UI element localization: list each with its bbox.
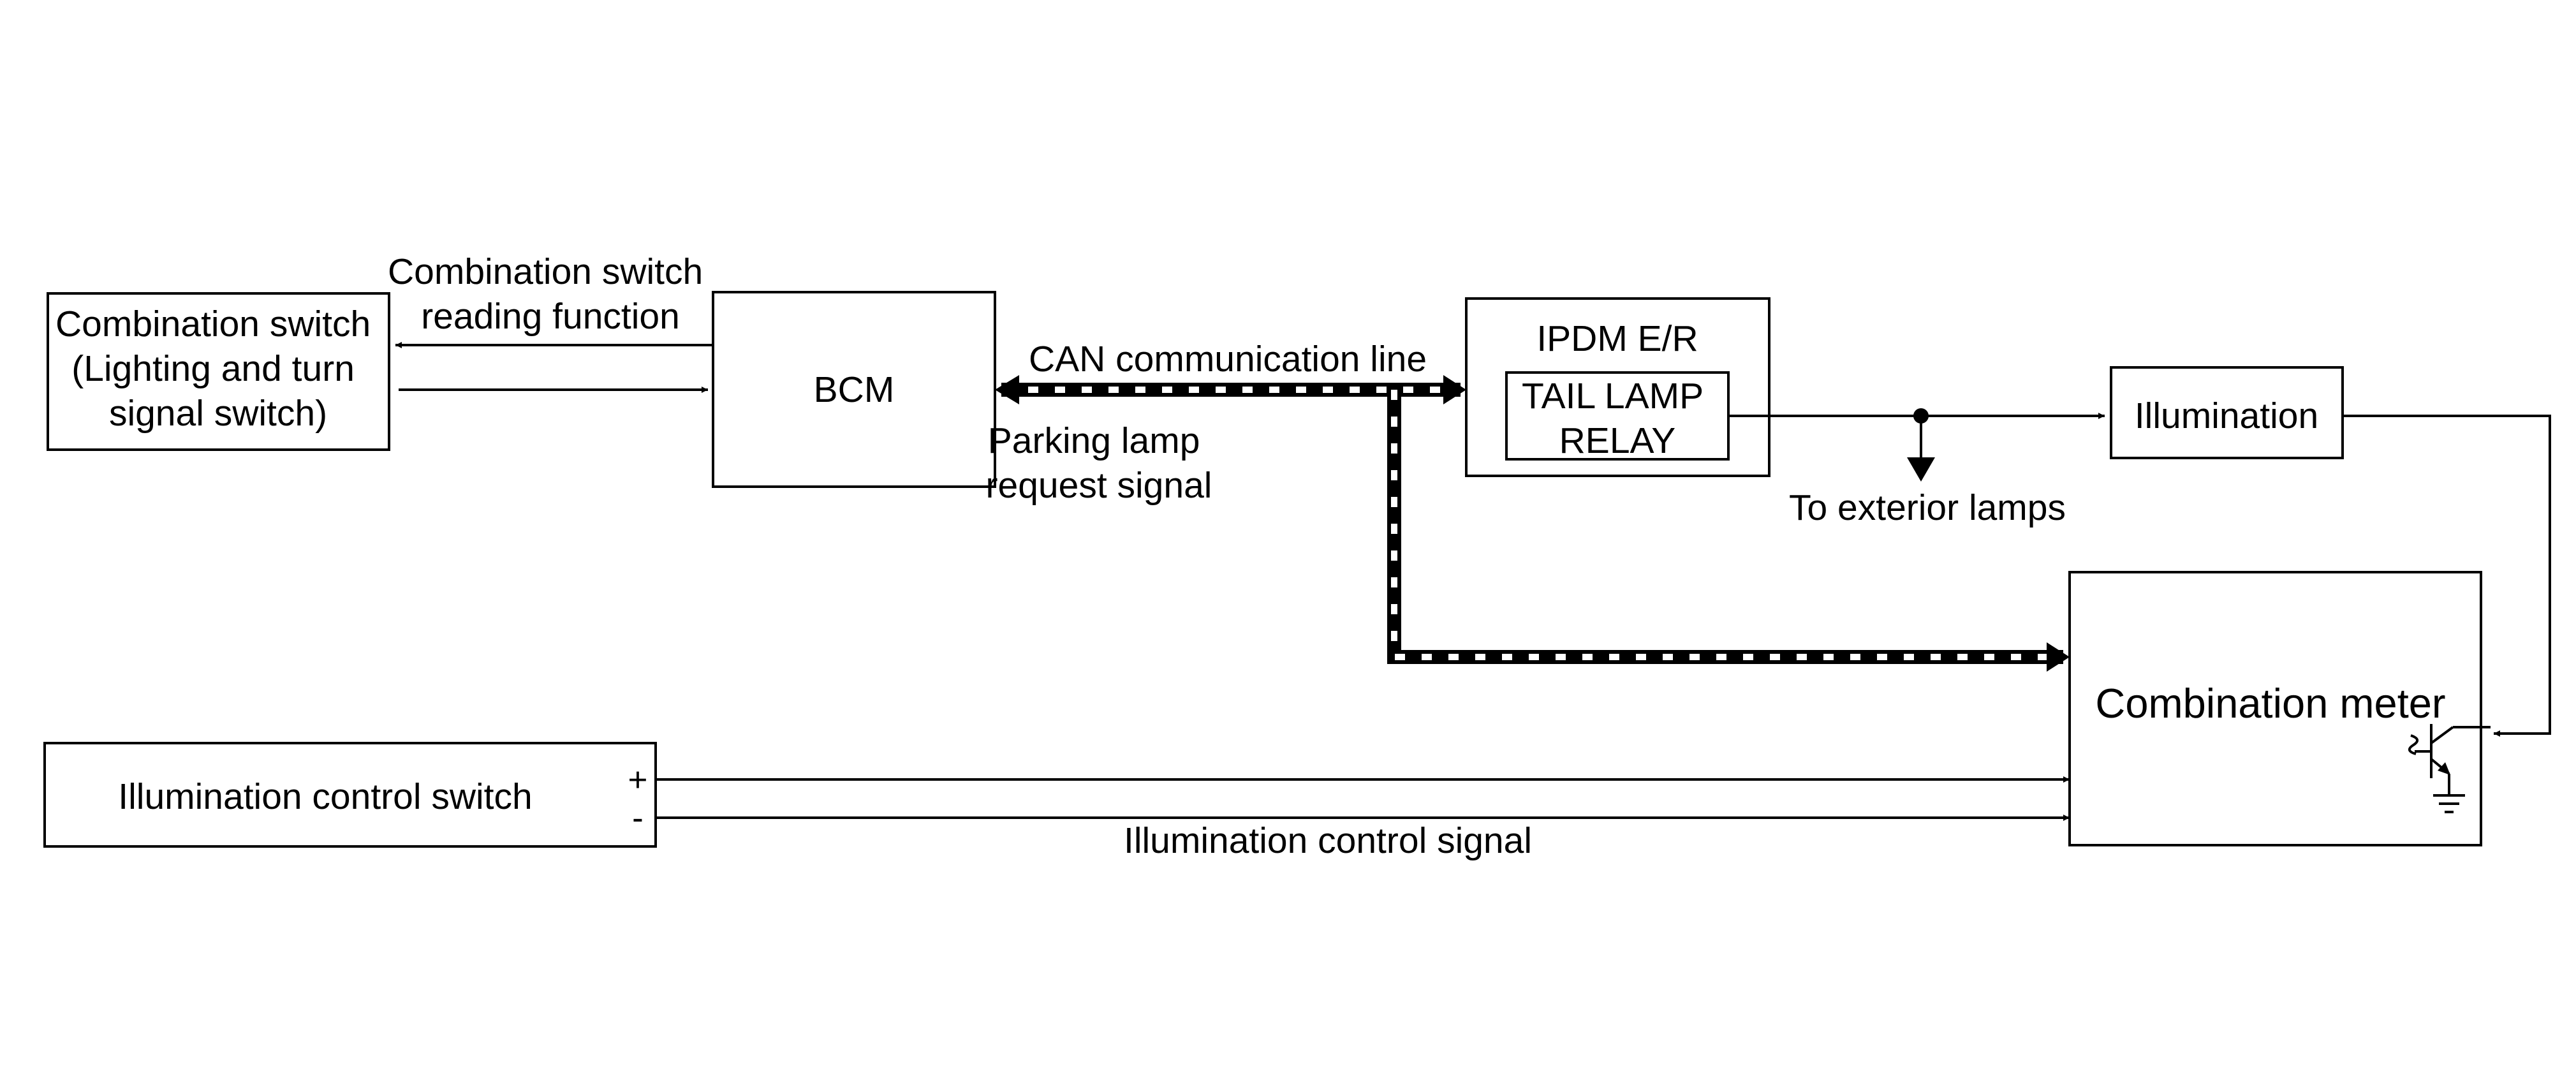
ground-icon — [2433, 794, 2465, 813]
parking-lamp-request-label: Parking lamp request signal — [986, 420, 1212, 506]
combination-switch-label: Combination switch (Lighting and turn si… — [55, 304, 381, 434]
illumination-control-signal-label: Illumination control signal — [1124, 820, 1532, 861]
can-communication-bus — [995, 375, 2070, 672]
illumination-label: Illumination — [2135, 395, 2318, 436]
bcm-block — [712, 291, 996, 488]
tail-lamp-relay-label: TAIL LAMP RELAY — [1522, 376, 1713, 461]
combination-meter-block — [2068, 571, 2482, 846]
transistor-icon — [2408, 724, 2491, 794]
can-arrow-bcm — [995, 375, 1019, 404]
minus-terminal-label: - — [632, 799, 644, 837]
ipdm-er-label: IPDM E/R — [1536, 318, 1698, 359]
can-arrow-ipdm — [1443, 375, 1466, 404]
combination-switch-block — [47, 292, 390, 451]
exterior-lamps-arrow — [1907, 457, 1935, 482]
plus-terminal-label: + — [628, 761, 648, 799]
tail-lamp-relay-block — [1505, 371, 1730, 461]
can-arrow-meter — [2047, 642, 2070, 672]
transistor-emitter-arrow — [2438, 762, 2450, 775]
to-exterior-lamps-label: To exterior lamps — [1789, 487, 2066, 528]
combination-meter-label: Combination meter — [2095, 680, 2445, 727]
illumination-block — [2110, 366, 2344, 459]
illumination-control-switch-block — [43, 742, 657, 848]
bcm-label: BCM — [814, 369, 895, 410]
combination-switch-reading-label: Combination switch reading function — [388, 251, 713, 337]
illumination-to-meter-line — [2343, 415, 2551, 737]
can-communication-line-label: CAN communication line — [1029, 339, 1427, 380]
illumination-control-switch-label: Illumination control switch — [118, 776, 532, 817]
